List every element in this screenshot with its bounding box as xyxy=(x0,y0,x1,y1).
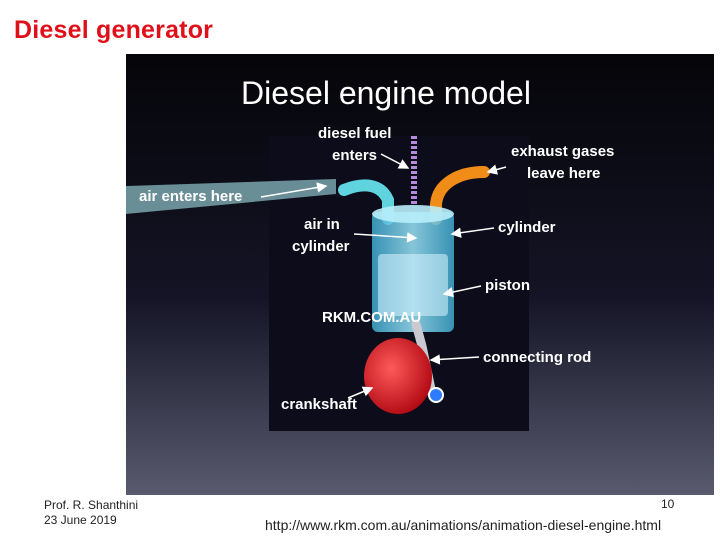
cylinder-top xyxy=(372,205,454,223)
crankshaft-disc xyxy=(364,338,432,414)
exhaust-pipe xyxy=(430,166,490,225)
arrow-connecting-rod xyxy=(429,354,480,365)
label-air-in-1: air in xyxy=(304,216,340,233)
slide-title: Diesel generator xyxy=(14,16,214,44)
arrow-crankshaft xyxy=(347,386,374,399)
label-crankshaft: crankshaft xyxy=(281,396,357,413)
air-intake-cone xyxy=(126,179,336,214)
label-fuel-2: enters xyxy=(332,147,377,164)
figure-watermark: RKM.COM.AU xyxy=(322,309,421,326)
engine-diagram: Diesel engine model diesel fuel enters e… xyxy=(126,54,714,495)
arrow-piston xyxy=(442,285,482,298)
footer-date: 23 June 2019 xyxy=(44,513,117,527)
label-fuel-1: diesel fuel xyxy=(318,125,391,142)
label-connecting-rod: connecting rod xyxy=(483,349,591,366)
piston-shape xyxy=(378,254,448,316)
arrow-exhaust xyxy=(486,164,507,175)
crank-pin xyxy=(428,387,444,403)
label-air-enters: air enters here xyxy=(139,188,242,205)
label-piston: piston xyxy=(485,277,530,294)
source-link[interactable]: http://www.rkm.com.au/animations/animati… xyxy=(265,517,662,533)
footer-credit: Prof. R. Shanthini 23 June 2019 xyxy=(44,498,138,528)
diesel-engine-figure: Diesel engine model diesel fuel enters e… xyxy=(126,54,714,495)
arrow-air-enters xyxy=(260,182,328,198)
page-number: 10 xyxy=(661,497,675,511)
label-air-in-2: cylinder xyxy=(292,238,350,255)
label-exhaust-1: exhaust gases xyxy=(511,143,614,160)
arrow-cylinder xyxy=(450,227,495,238)
label-cylinder: cylinder xyxy=(498,219,556,236)
arrow-fuel xyxy=(380,153,410,169)
arrow-air-in xyxy=(353,232,418,243)
footer-author: Prof. R. Shanthini xyxy=(44,498,139,512)
figure-heading: Diesel engine model xyxy=(241,75,531,111)
label-exhaust-2: leave here xyxy=(527,165,600,182)
intake-pipe xyxy=(338,179,394,225)
